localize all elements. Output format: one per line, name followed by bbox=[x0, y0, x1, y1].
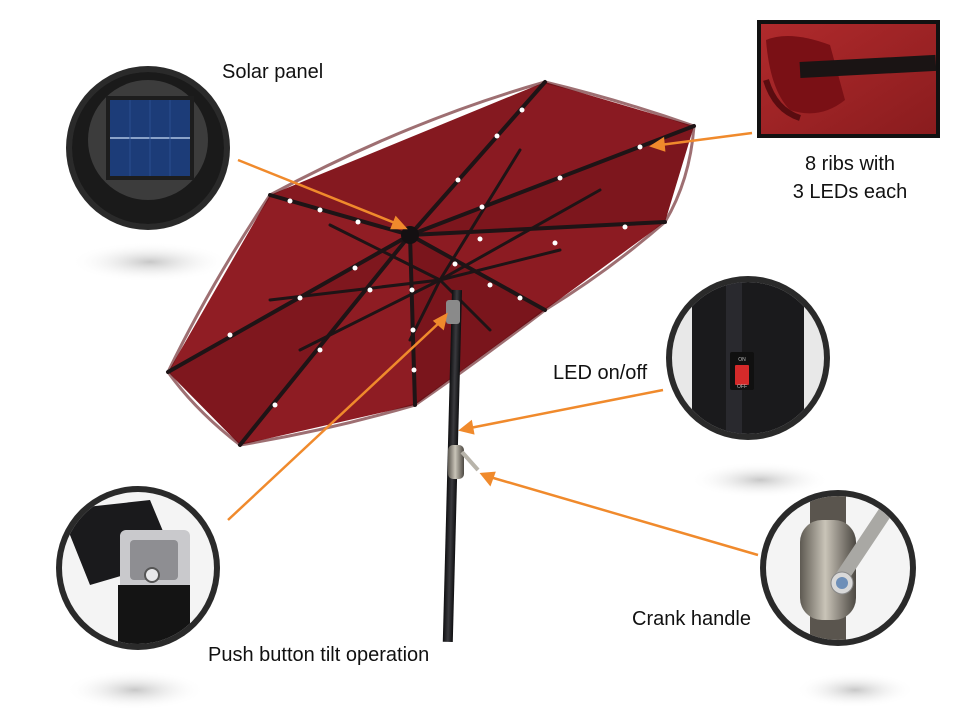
ribs-label: 8 ribs with 3 LEDs each bbox=[780, 150, 920, 206]
inset-shadow bbox=[70, 242, 230, 282]
crank-handle-photo bbox=[760, 490, 916, 646]
switch-on-mark: ON bbox=[738, 357, 746, 363]
ribs-label-line2: 3 LEDs each bbox=[792, 181, 908, 203]
inset-shadow bbox=[65, 670, 205, 710]
led-switch-label: LED on/off bbox=[553, 362, 648, 384]
led-lights bbox=[227, 107, 643, 408]
umbrella-canopy bbox=[166, 80, 696, 447]
tilt-collar bbox=[446, 300, 460, 324]
crank-housing bbox=[448, 445, 464, 479]
led-switch-photo: ON OFF bbox=[666, 276, 830, 440]
rib-closeup-photo bbox=[757, 20, 940, 138]
inset-shadow bbox=[690, 462, 830, 498]
umbrella-hub bbox=[401, 226, 419, 244]
callout-arrows bbox=[227, 131, 759, 557]
solar-panel-label: Solar panel bbox=[222, 61, 324, 83]
ribs-label-line1: 8 ribs with bbox=[804, 153, 896, 175]
inset-shadow bbox=[795, 672, 915, 708]
switch-off-mark: OFF bbox=[737, 384, 747, 390]
umbrella-ribs bbox=[166, 80, 696, 447]
tilt-label: Push button tilt operation bbox=[208, 644, 430, 666]
tilt-button-photo bbox=[56, 486, 220, 650]
solar-panel-photo bbox=[66, 66, 230, 230]
crank-handle-label: Crank handle bbox=[632, 608, 751, 630]
crank-arm bbox=[460, 450, 480, 472]
